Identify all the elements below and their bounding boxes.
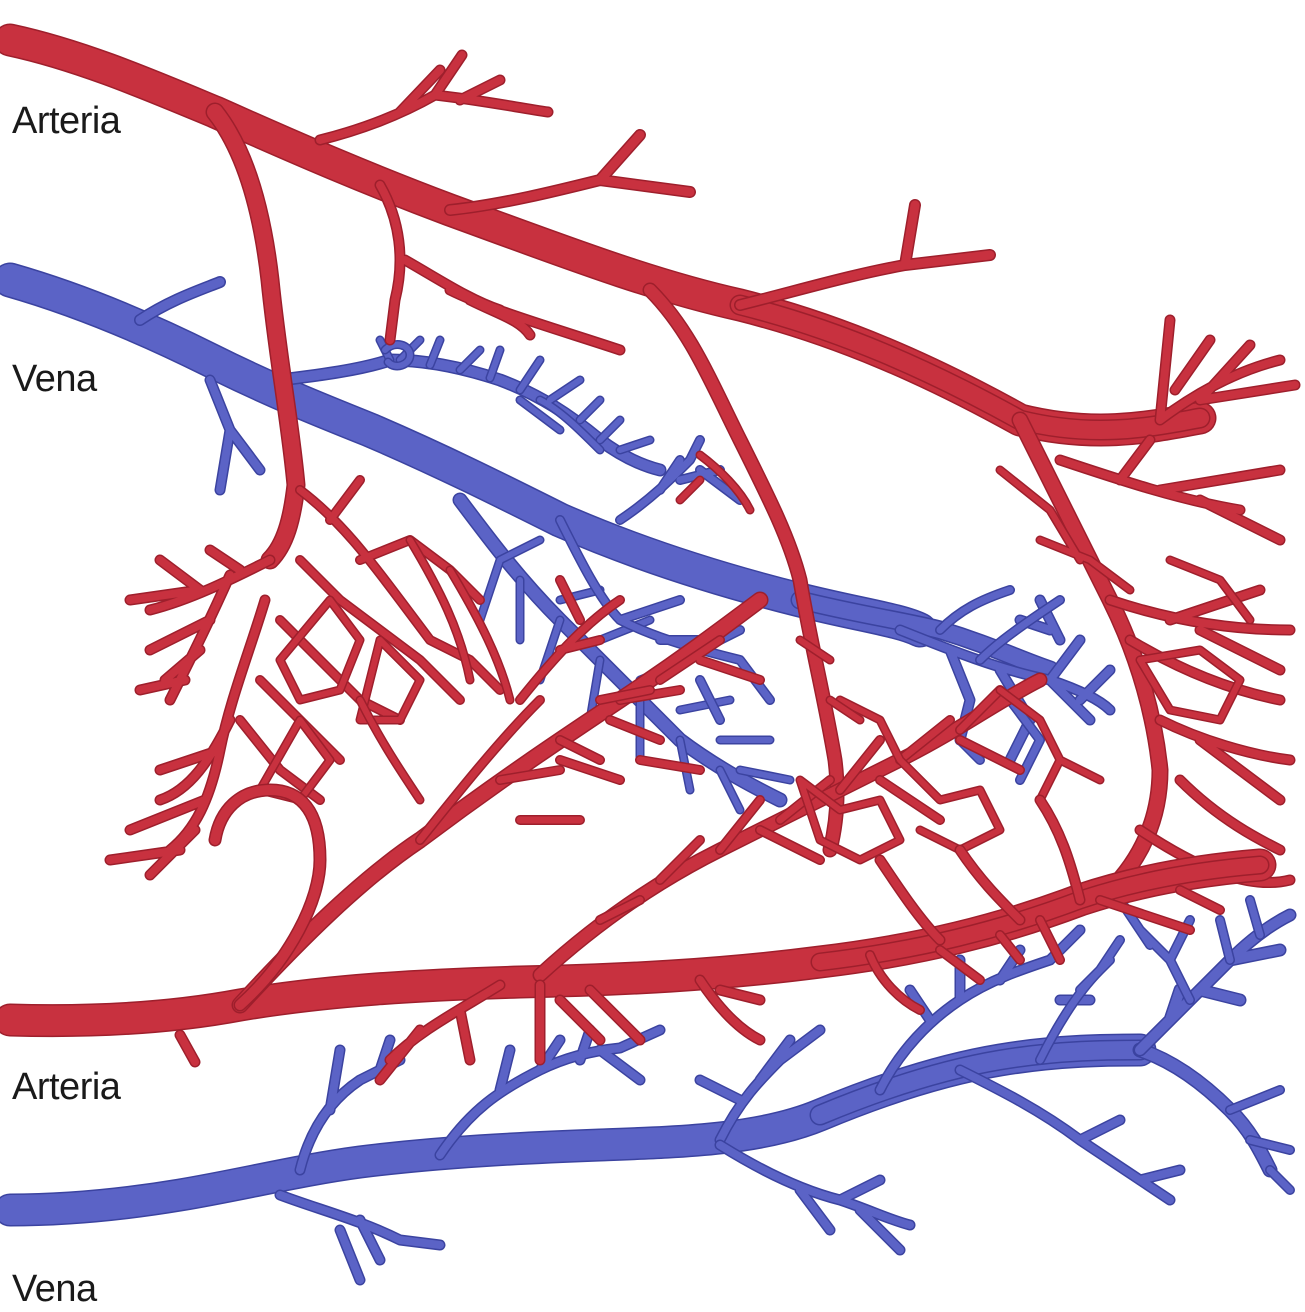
artery-right-1 [1160,320,1295,420]
vein-bottom-label: Vena [12,1268,97,1311]
vein-bottom-to-right [1140,1050,1270,1170]
vein-bottom-down2 [720,1145,910,1250]
artery-top-up3 [740,205,990,305]
artery-top-label: Arteria [12,100,120,143]
artery-bottom-branch3 [215,790,320,1005]
vein-bottom-right-up [1140,915,1290,1050]
vein-top-label: Vena [12,358,97,401]
artery-left-fan2 [110,600,265,875]
vein-top-v1 [620,440,740,520]
artery-right-2 [1060,440,1280,540]
artery-top-up2 [450,135,690,210]
vein-bottom-down1 [280,1195,440,1280]
artery-top-up1 [320,55,548,140]
artery-top-trunk [10,40,1200,430]
artery-top-desc [215,112,296,560]
vein-bottom-down-right [960,1070,1180,1200]
artery-bottom-taper [820,865,1260,962]
vein-top-up-spur [140,282,220,320]
artery-bottom-label: Arteria [12,1066,120,1109]
artery-left-fan [130,550,270,700]
